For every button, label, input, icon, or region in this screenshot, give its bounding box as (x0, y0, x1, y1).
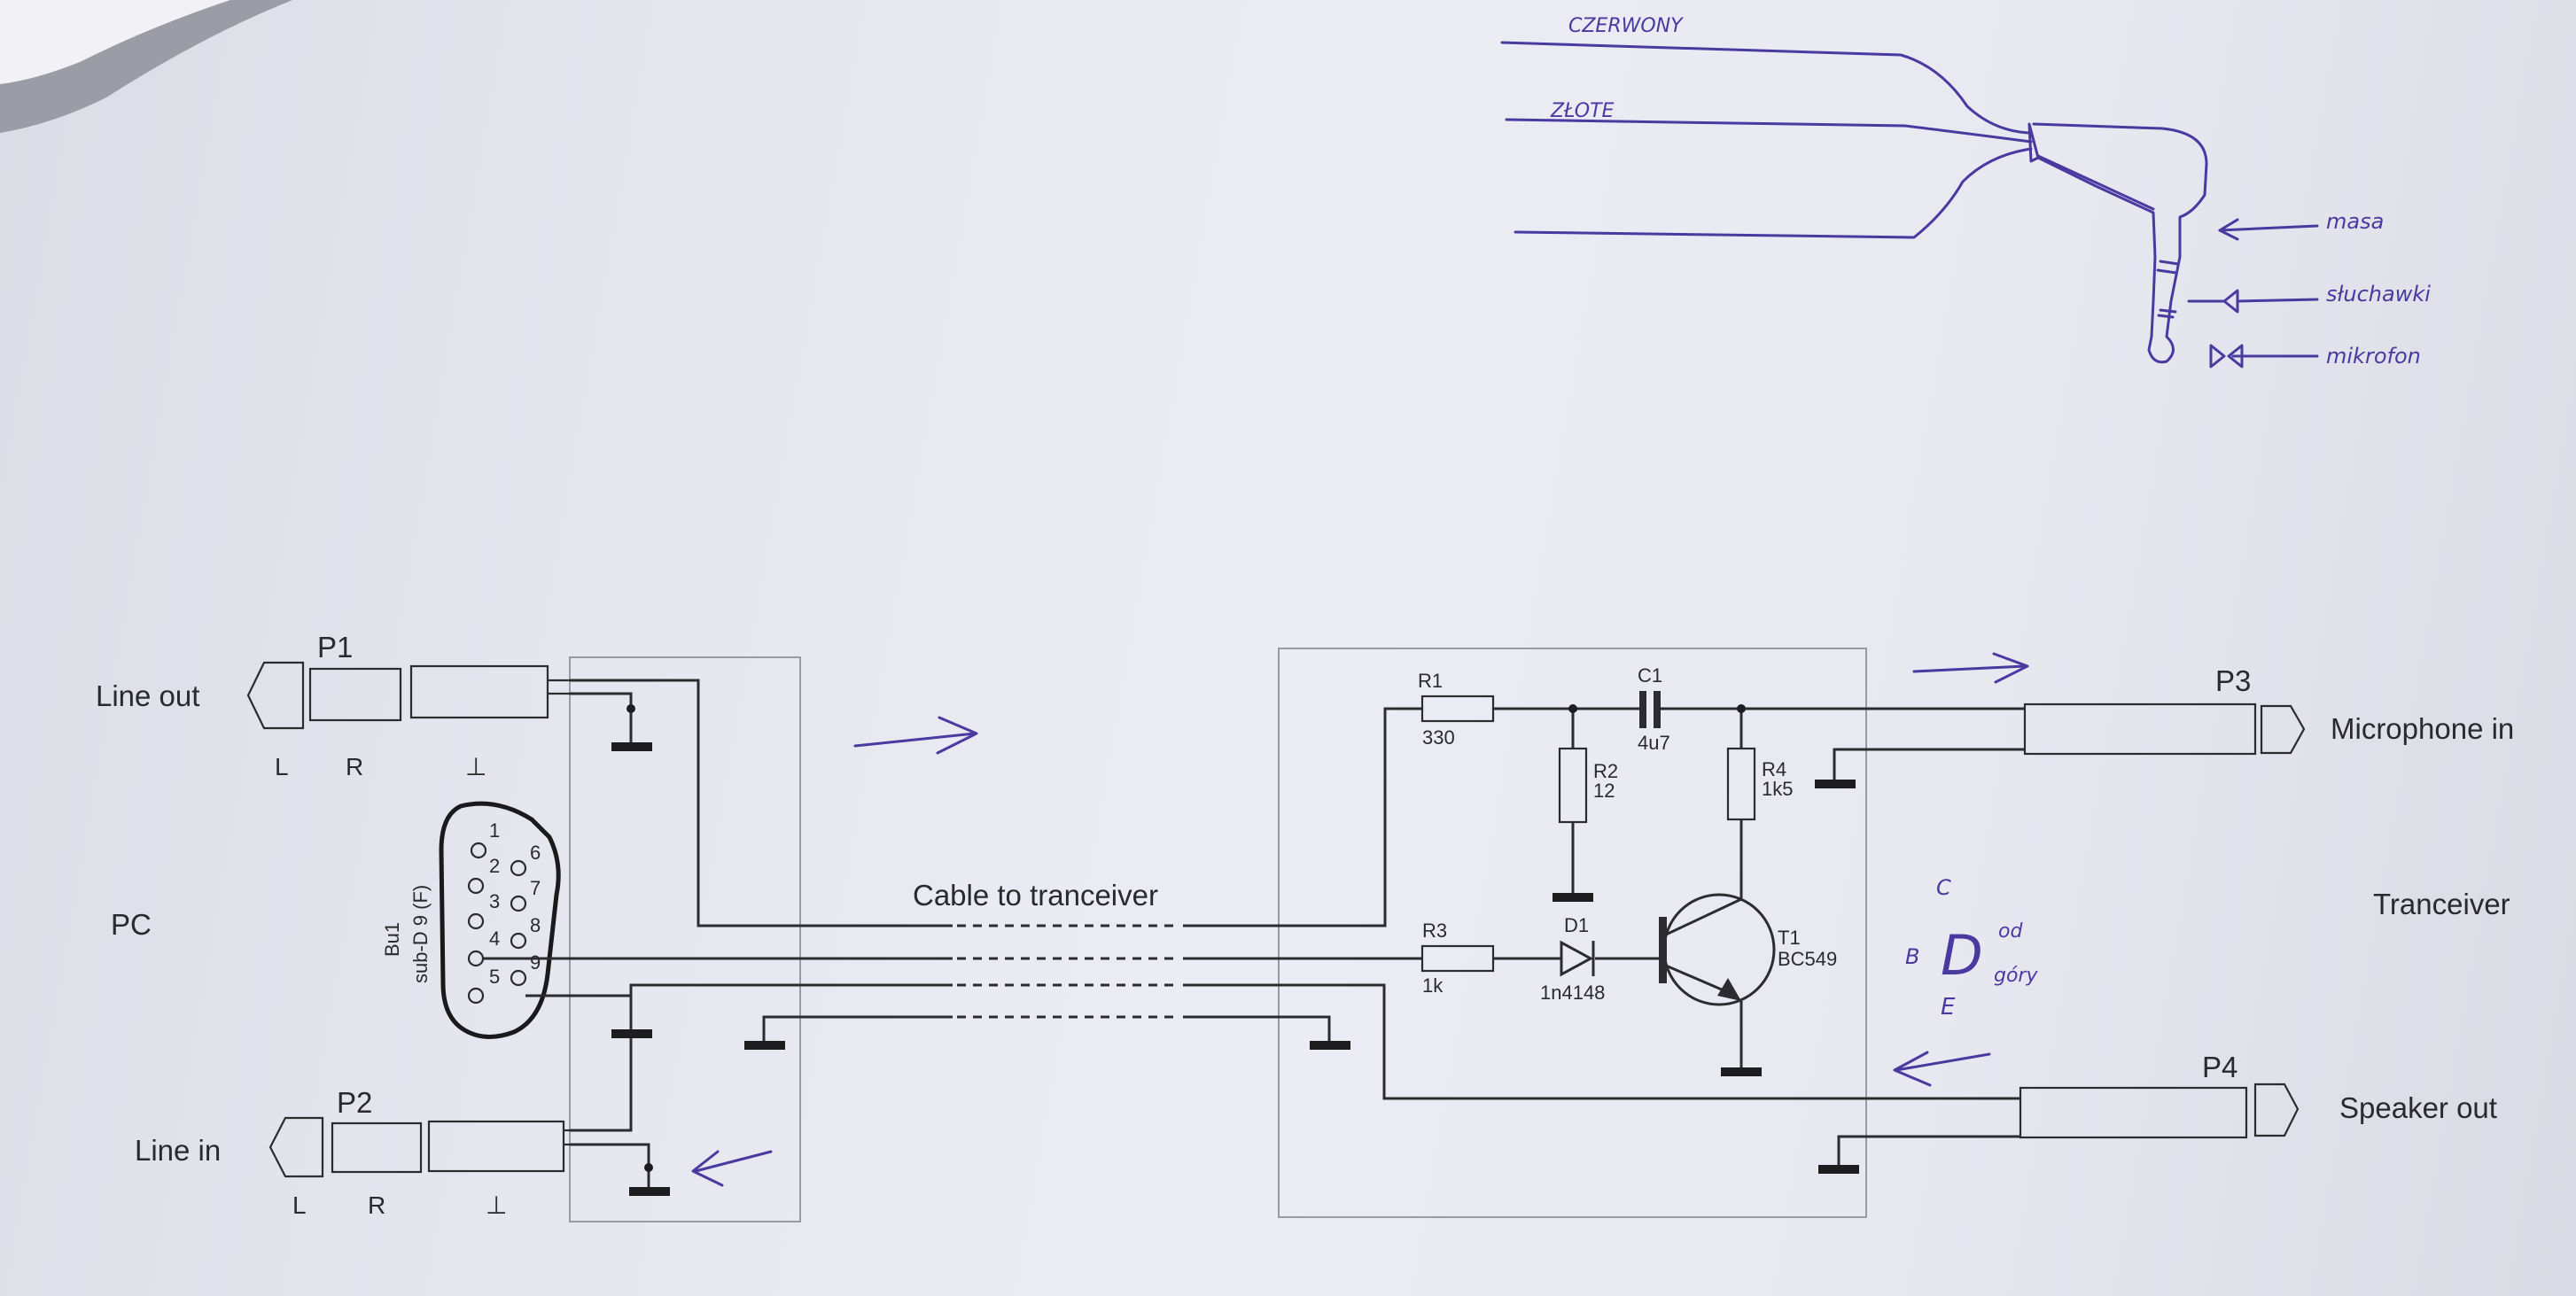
hand-big-d: D (1941, 923, 1983, 988)
r4-value: 1k5 (1762, 778, 1793, 800)
d1-value: 1n4148 (1540, 982, 1605, 1004)
connector-p4 (2019, 1083, 2300, 1139)
p1-pin-l: L (275, 753, 289, 780)
p2-pin-r: R (368, 1191, 385, 1219)
hand-pin-c: C (1936, 875, 1951, 900)
connector-p2 (268, 1116, 570, 1178)
bu1-pin-7 (510, 895, 527, 912)
ground-symbol (611, 742, 652, 751)
bu1-pin-label-2: 2 (489, 855, 500, 877)
p2-pin-gnd: ⊥ (486, 1191, 507, 1219)
r2-ref: R2 (1593, 760, 1618, 782)
pc-side-wires (483, 679, 953, 1187)
p1-pin-r: R (346, 753, 363, 780)
p3-label: Microphone in (2331, 712, 2514, 745)
t1-value: BC549 (1778, 948, 1837, 970)
bu1-type: sub-D 9 (F) (409, 885, 432, 983)
capacitor-c1 (1639, 691, 1661, 728)
hand-from-top-2: góry (1994, 965, 2038, 987)
bu1-pin-5 (467, 987, 485, 1005)
bu1-pin-1 (470, 842, 487, 859)
bu1-pin-label-5: 5 (489, 966, 500, 988)
p2-pin-l: L (292, 1191, 307, 1219)
transceiver-side-wires (1183, 707, 2025, 1165)
p1-pin-gnd: ⊥ (465, 753, 486, 780)
bu1-pin-4 (467, 950, 485, 967)
cable-label: Cable to tranceiver (913, 879, 1158, 912)
bu1-pin-label-3: 3 (489, 890, 500, 912)
c1-value: 4u7 (1638, 732, 1670, 754)
r3-value: 1k (1422, 974, 1444, 997)
p2-name: P2 (337, 1086, 372, 1119)
bu1-pin-8 (510, 932, 527, 950)
r2-value: 12 (1593, 780, 1615, 802)
bu1-pin-label-1: 1 (489, 819, 500, 842)
transceiver-interface-box (1278, 648, 1867, 1218)
r1-value: 330 (1422, 726, 1455, 749)
pc-connection-box (569, 656, 801, 1222)
ground-symbol (1818, 1165, 1859, 1174)
bu1-pin-label-6: 6 (530, 842, 541, 864)
hand-pin-e: E (1941, 994, 1956, 1021)
d1-ref: D1 (1564, 914, 1589, 936)
r3-ref: R3 (1422, 920, 1447, 942)
hand-label-red: CZERWONY (1568, 15, 1684, 37)
bu1-pin-label-4: 4 (489, 927, 500, 950)
ground-symbol (1815, 780, 1856, 788)
p4-name: P4 (2202, 1051, 2237, 1083)
r1-ref: R1 (1418, 670, 1443, 692)
bu1-pin-label-9: 9 (530, 951, 541, 974)
p1-label: Line out (96, 679, 199, 712)
resistor-r1 (1420, 695, 1495, 723)
p1-name: P1 (317, 631, 353, 664)
hand-label-microphone: mikrofon (2326, 344, 2421, 369)
bu1-pin-label-7: 7 (530, 877, 541, 899)
bu1-pin-6 (510, 859, 527, 877)
resistor-r4 (1726, 747, 1756, 821)
page-corner-fold (0, 0, 230, 84)
diode-d1 (1560, 940, 1595, 977)
ground-symbol (1721, 1067, 1762, 1076)
ground-symbol (1310, 1041, 1350, 1050)
connector-bu1 (439, 801, 561, 1039)
hand-label-headphones: słuchawki (2326, 282, 2431, 307)
hand-label-gold: ZŁOTE (1550, 100, 1615, 122)
bu1-pin-9 (510, 969, 527, 987)
ground-symbol (744, 1041, 785, 1050)
connector-p3 (2023, 702, 2306, 756)
section-pc: PC (111, 908, 152, 941)
section-transceiver: Tranceiver (2373, 888, 2510, 920)
hand-jack-sketch: CZERWONY ZŁOTE masa słuchawki mikrofon (1500, 15, 2431, 369)
hand-label-ground: masa (2326, 209, 2384, 234)
transistor-t1 (1659, 873, 1776, 1006)
connector-p1 (246, 661, 570, 730)
resistor-r2 (1558, 747, 1588, 824)
p2-label: Line in (135, 1134, 221, 1167)
bu1-pin-3 (467, 912, 485, 930)
r4-ref: R4 (1762, 758, 1786, 780)
ground-symbol (611, 1029, 652, 1038)
p4-label: Speaker out (2339, 1091, 2497, 1124)
p3-name: P3 (2215, 664, 2251, 697)
t1-ref: T1 (1778, 927, 1801, 949)
resistor-r3 (1420, 944, 1495, 973)
hand-pin-b: B (1905, 944, 1919, 969)
ground-symbol (1553, 893, 1593, 902)
hand-arrows (691, 652, 2029, 1187)
cable-dashed-section (957, 924, 1179, 1019)
c1-ref: C1 (1638, 664, 1662, 687)
bu1-pin-label-8: 8 (530, 914, 541, 936)
bu1-name: Bu1 (381, 922, 403, 957)
ground-symbol (629, 1187, 670, 1196)
hand-from-top: od (1998, 920, 2023, 943)
bu1-pin-2 (467, 877, 485, 895)
